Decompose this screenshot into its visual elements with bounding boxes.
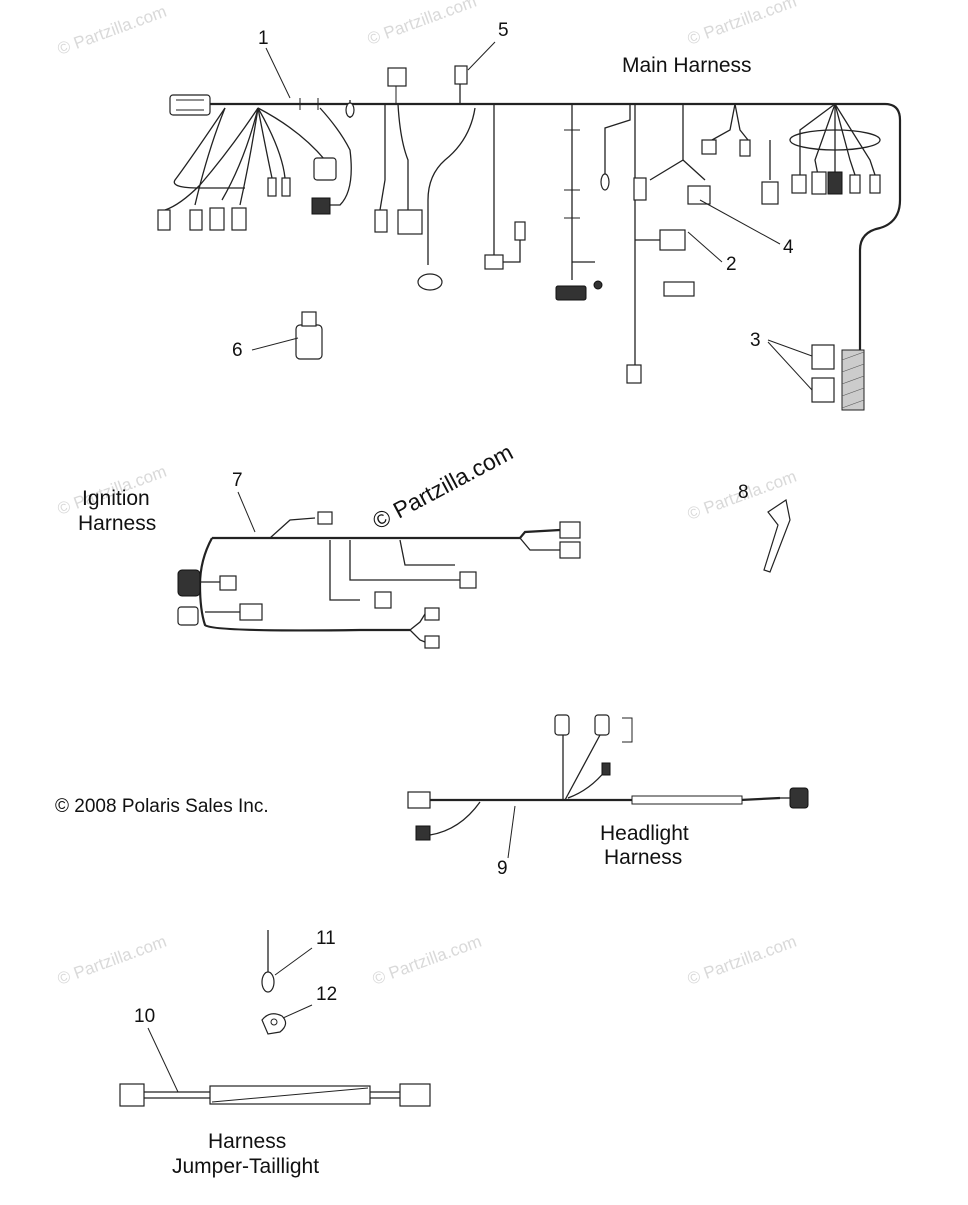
connector	[701, 139, 717, 155]
callout-5: 5	[498, 20, 509, 41]
connector	[424, 607, 440, 621]
jumper-title-line1: Harness	[208, 1130, 286, 1153]
relay	[811, 377, 835, 403]
connector	[374, 209, 388, 233]
main-harness-title: Main Harness	[622, 54, 752, 77]
relay	[827, 171, 843, 195]
bulb-socket	[554, 714, 570, 736]
connector	[459, 571, 477, 589]
connector	[559, 541, 581, 559]
callout-6: 6	[232, 340, 243, 361]
connector	[424, 635, 440, 649]
connector	[281, 177, 291, 197]
center-watermark: © Partzilla.com	[368, 439, 517, 535]
connector	[559, 521, 581, 539]
headlight-title-line2: Harness	[604, 846, 682, 869]
main-trunk-wire	[210, 102, 902, 350]
connector-cap-top	[301, 311, 317, 327]
ignition-title-line1: Ignition	[82, 487, 150, 510]
connector-clip	[454, 65, 468, 85]
connector	[387, 67, 407, 87]
connector	[374, 591, 392, 609]
main-connector	[169, 94, 211, 116]
ignition-title-line2: Harness	[78, 512, 156, 535]
watermark: © Partzilla.com	[55, 2, 169, 59]
watermark: © Partzilla.com	[365, 0, 479, 49]
connector	[317, 511, 333, 525]
main-harness: 1 5 2 4 3 6 Main Harness	[157, 20, 902, 411]
callout-1: 1	[258, 28, 269, 49]
callout-11: 11	[316, 928, 336, 949]
item-8-tie: 8	[738, 482, 791, 573]
connector	[687, 185, 711, 205]
connector	[231, 207, 247, 231]
connector	[119, 1083, 145, 1107]
callout-8: 8	[738, 482, 749, 503]
connector	[791, 174, 807, 194]
connector	[267, 177, 277, 197]
callout-3: 3	[750, 330, 761, 351]
copyright-text: © 2008 Polaris Sales Inc.	[55, 796, 269, 817]
connector	[633, 177, 647, 201]
connector	[239, 603, 263, 621]
connector	[407, 791, 431, 809]
relay	[811, 344, 835, 370]
connector	[659, 229, 686, 251]
connector	[761, 181, 779, 205]
connector	[663, 281, 695, 297]
connector	[399, 1083, 431, 1107]
connector	[157, 209, 171, 231]
ignition-harness: 7 Ignition Harness	[78, 470, 581, 649]
connector	[626, 364, 642, 384]
connector	[177, 606, 199, 626]
callout-9: 9	[497, 858, 508, 879]
connector	[869, 174, 881, 194]
callout-2: 2	[726, 254, 737, 275]
watermark: © Partzilla.com	[370, 932, 484, 989]
callout-10: 10	[134, 1006, 155, 1027]
connector	[209, 207, 225, 231]
connector	[219, 575, 237, 591]
watermark: © Partzilla.com	[685, 0, 799, 49]
coil-connector	[177, 569, 201, 597]
connector	[739, 139, 751, 157]
connector	[397, 209, 423, 235]
connector	[415, 825, 431, 841]
taillight-jumper-harness: 11 12 10 Harness Jumper-Taillight	[119, 928, 431, 1178]
headlight-connector	[789, 787, 809, 809]
watermark: © Partzilla.com	[685, 932, 799, 989]
connector	[514, 221, 526, 241]
connector	[849, 174, 861, 194]
connector	[484, 254, 504, 270]
callout-7: 7	[232, 470, 243, 491]
lamp-connector	[555, 285, 587, 301]
watermark: © Partzilla.com	[55, 932, 169, 989]
relay-connector	[313, 157, 337, 181]
push-rivet	[261, 971, 275, 993]
callout-4: 4	[783, 237, 794, 258]
headlight-harness: 9 Headlight Harness	[407, 714, 809, 879]
headlight-title-line1: Headlight	[600, 822, 689, 845]
jumper-title-line2: Jumper-Taillight	[172, 1155, 319, 1178]
bulb-socket	[594, 714, 610, 736]
connector	[601, 762, 611, 776]
sensor	[417, 273, 443, 291]
connector	[811, 171, 827, 195]
connector-cap	[295, 324, 323, 360]
connector	[189, 209, 203, 231]
callout-12: 12	[316, 984, 337, 1005]
connector	[311, 197, 331, 215]
